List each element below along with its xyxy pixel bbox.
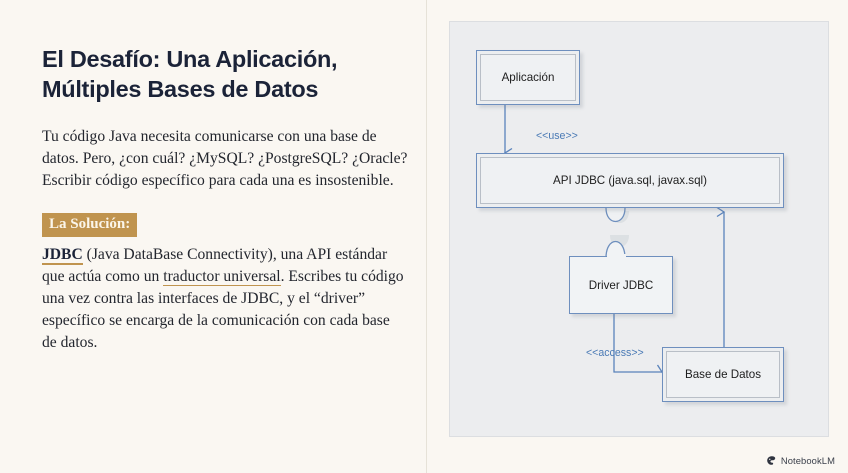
notebooklm-watermark: NotebookLM bbox=[766, 455, 835, 466]
node-driver-jdbc-label: Driver JDBC bbox=[588, 278, 654, 292]
node-api-jdbc[interactable]: API JDBC (java.sql, javax.sql) bbox=[476, 153, 784, 208]
node-aplicacion-label: Aplicación bbox=[501, 71, 555, 84]
ball-and-socket-connector bbox=[605, 207, 629, 259]
solution-block: La Solución: JDBC (Java DataBase Connect… bbox=[42, 212, 408, 355]
node-api-jdbc-frame: API JDBC (java.sql, javax.sql) bbox=[480, 157, 780, 204]
traductor-universal-highlight: traductor universal bbox=[163, 267, 281, 286]
left-text-column: El Desafío: Una Aplicación, Múltiples Ba… bbox=[42, 46, 408, 355]
solution-paragraph: JDBC (Java DataBase Connectivity), una A… bbox=[42, 244, 408, 355]
notebooklm-watermark-label: NotebookLM bbox=[780, 455, 835, 466]
node-api-jdbc-label: API JDBC (java.sql, javax.sql) bbox=[553, 174, 707, 187]
edge-access bbox=[613, 314, 668, 374]
diagram-panel: Aplicación API JDBC (java.sql, javax.sql… bbox=[449, 21, 829, 437]
page-title: El Desafío: Una Aplicación, Múltiples Ba… bbox=[42, 46, 338, 103]
solution-text-part2: . Escribes tu código una vez contra las … bbox=[42, 267, 404, 352]
node-base-de-datos-label: Base de Datos bbox=[684, 368, 762, 381]
diagram-edges-layer bbox=[503, 105, 726, 374]
driver-notch-mask bbox=[607, 254, 626, 259]
node-aplicacion-frame: Aplicación bbox=[480, 54, 576, 101]
jdbc-term: JDBC bbox=[42, 245, 83, 265]
node-driver-jdbc[interactable]: Driver JDBC bbox=[569, 254, 673, 314]
solution-badge: La Solución: bbox=[42, 212, 138, 237]
node-base-de-datos[interactable]: Base de Datos bbox=[662, 347, 784, 402]
edge-label-use: <<use>> bbox=[536, 130, 578, 142]
solution-text-part1: (Java DataBase Connectivity), una API es… bbox=[42, 245, 388, 285]
node-driver-jdbc-frame: Driver JDBC bbox=[569, 256, 673, 314]
node-aplicacion[interactable]: Aplicación bbox=[476, 50, 580, 105]
edge-label-access: <<access>> bbox=[586, 347, 644, 359]
column-divider bbox=[426, 0, 427, 473]
intro-paragraph: Tu código Java necesita comunicarse con … bbox=[42, 128, 408, 190]
uml-component-diagram: Aplicación API JDBC (java.sql, javax.sql… bbox=[450, 22, 828, 436]
notebooklm-logo-icon bbox=[767, 456, 776, 465]
node-base-de-datos-frame: Base de Datos bbox=[666, 351, 780, 398]
